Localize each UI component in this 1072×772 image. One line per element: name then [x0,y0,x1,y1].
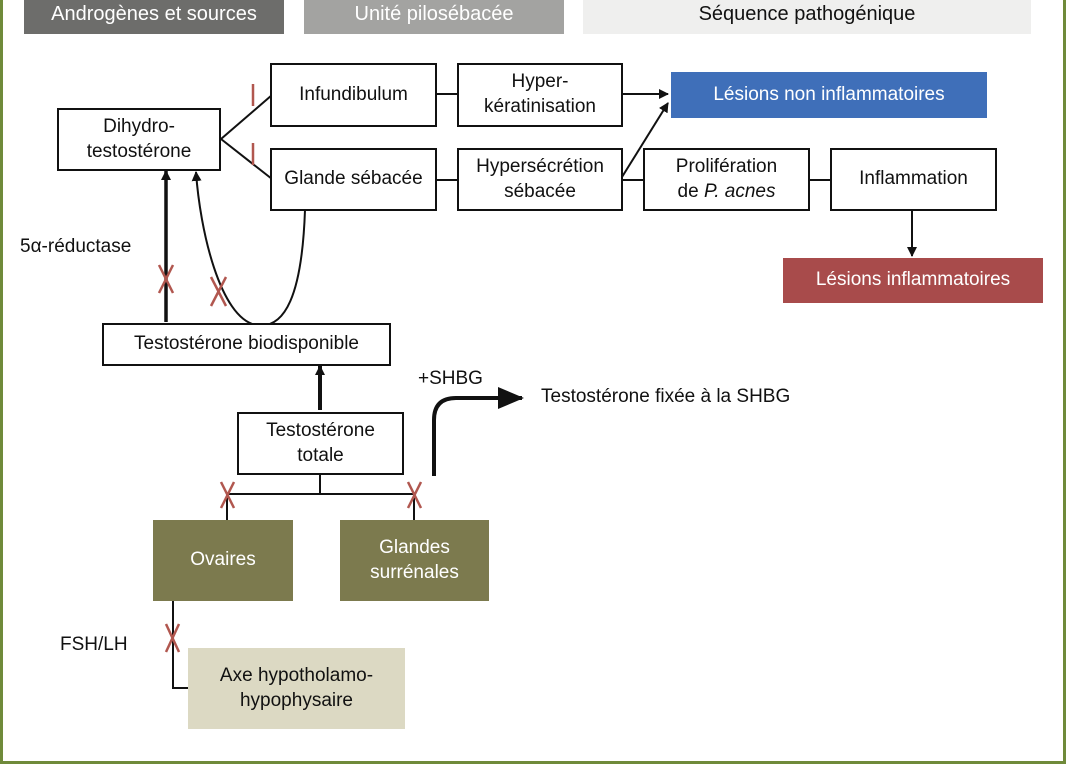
node-lesions-inflammatoires: Lésions inflammatoires [783,258,1043,303]
node-axe-line2: hypophysaire [239,689,354,711]
node-dht-line2: testostérone [86,140,192,162]
node-hypersecretion: Hypersécrétion sébacée [457,148,623,211]
header-pilosebaceous-label: Unité pilosébacée [354,2,514,25]
label-testosterone-fixee: Testostérone fixée à la SHBG [541,386,791,407]
node-hypersecretion-line2: sébacée [504,180,576,202]
node-proliferation-line1: Prolifération [675,155,778,177]
node-infundibulum: Infundibulum [270,63,437,127]
block-mark-fsh-lh [164,623,181,653]
node-inflammation-label: Inflammation [859,168,968,190]
node-testosterone-totale: Testostérone totale [237,412,404,475]
block-mark-reductase [157,264,175,294]
node-glande-sebacee: Glande sébacée [270,148,437,211]
header-sequence: Séquence pathogénique [583,0,1031,34]
node-proliferation-line2: de P. acnes [678,180,776,205]
header-sequence-label: Séquence pathogénique [698,2,916,25]
node-proliferation-prefix: de [677,180,704,202]
node-axe-hypothalamo: Axe hypotholamo- hypophysaire [188,648,405,729]
node-lesions-non-inflammatoires: Lésions non inflammatoires [671,72,987,118]
node-glande-sebacee-label: Glande sébacée [284,168,423,190]
node-dht: Dihydro- testostérone [57,108,221,171]
block-mark-feedback [209,276,228,307]
edge-dht-infundibulum [220,94,273,140]
node-dht-line1: Dihydro- [103,115,175,137]
edge-axe-ovaires [172,600,190,689]
header-sources: Androgènes et sources [24,0,284,34]
node-ovaires: Ovaires [153,520,293,601]
node-testosterone-biodisponible: Testostérone biodisponible [102,323,391,366]
label-fsh-lh: FSH/LH [60,634,128,655]
block-mark-surrenales [406,481,423,509]
node-hyperkeratinisation-line2: kératinisation [484,96,596,117]
edge-hypersecretion-lesions [621,102,669,178]
node-proliferation: Prolifération de P. acnes [643,148,810,211]
label-shbg: +SHBG [418,368,483,389]
node-infundibulum-label: Infundibulum [299,83,408,105]
node-surrenales-line2: surrénales [370,561,459,583]
node-testo-bio-label: Testostérone biodisponible [134,333,359,355]
node-lesions-non-label: Lésions non inflammatoires [713,83,945,105]
node-axe-line1: Axe hypotholamo- [219,664,374,686]
node-glandes-surrenales: Glandes surrénales [340,520,489,601]
node-hyperkeratinisation-line1: Hyper- [511,71,569,93]
edge-shbg [432,387,524,476]
header-sources-label: Androgènes et sources [51,2,257,25]
node-inflammation: Inflammation [830,148,997,211]
node-hypersecretion-line1: Hypersécrétion [476,155,604,177]
node-testo-totale-line1: Testostérone [266,419,375,441]
label-reductase: 5α-réductase [20,236,132,257]
node-surrenales-line1: Glandes [379,536,450,558]
node-ovaires-label: Ovaires [190,549,256,571]
node-lesions-infl-label: Lésions inflammatoires [815,269,1011,291]
block-mark-ovaires [219,481,236,509]
node-testo-totale-line2: totale [297,444,344,466]
edge-dht-glande [220,138,273,180]
node-hyperkeratinisation: Hyper- kératinisation [457,63,623,127]
node-proliferation-species: P. acnes [703,180,776,202]
header-pilosebaceous: Unité pilosébacée [304,0,564,34]
